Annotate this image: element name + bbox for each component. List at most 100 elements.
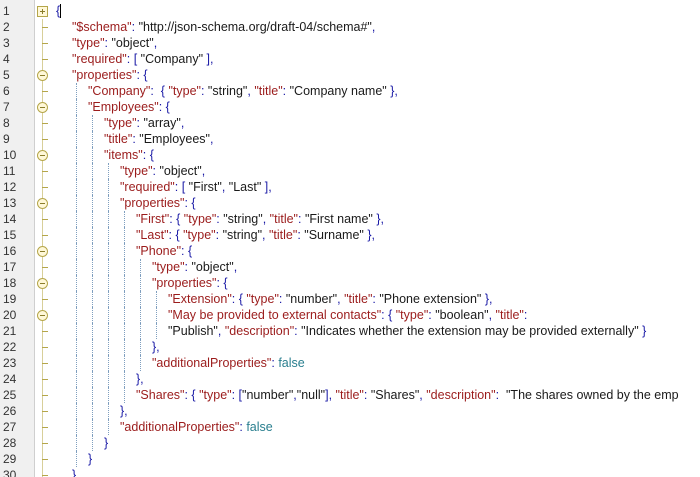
- json-string: "The shares owned by the emp: [506, 388, 679, 402]
- indent-guide: [108, 243, 109, 259]
- json-literal: false: [278, 356, 305, 370]
- indent-guide: [76, 83, 77, 99]
- code-line[interactable]: "properties": {: [120, 195, 196, 211]
- fold-toggle-icon[interactable]: [37, 246, 48, 257]
- indent-guide: [108, 211, 109, 227]
- fold-toggle-icon[interactable]: [37, 102, 48, 113]
- code-line[interactable]: },: [120, 403, 128, 419]
- json-punctuation: : [: [231, 388, 243, 402]
- indent-guide: [76, 307, 77, 323]
- code-line[interactable]: },: [152, 339, 160, 355]
- code-line[interactable]: }: [104, 435, 108, 451]
- code-line[interactable]: "items": {: [104, 147, 154, 163]
- fold-toggle-icon[interactable]: [37, 150, 48, 161]
- line-number: 15: [3, 228, 17, 242]
- json-key: "type": [246, 292, 279, 306]
- fold-tick: [42, 427, 48, 428]
- fold-tick: [42, 59, 48, 60]
- code-line[interactable]: "Last": { "type": "string", "title": "Su…: [136, 227, 375, 243]
- code-line[interactable]: "additionalProperties": false: [152, 355, 305, 371]
- line-number: 29: [3, 452, 17, 466]
- code-line[interactable]: "title": "Employees",: [104, 131, 213, 147]
- indent-guide: [76, 179, 77, 195]
- text-caret: [60, 4, 61, 18]
- json-punctuation: {: [56, 4, 61, 18]
- code-line[interactable]: "additionalProperties": false: [120, 419, 273, 435]
- indent-guide: [76, 99, 77, 115]
- indent-guide: [124, 259, 125, 275]
- json-punctuation: :: [239, 420, 247, 434]
- code-line[interactable]: "Extension": { "type": "number", "title"…: [168, 291, 492, 307]
- json-literal: false: [246, 420, 273, 434]
- json-key: "type": [183, 212, 217, 226]
- line-number: 13: [3, 196, 17, 210]
- indent-guide: [76, 339, 77, 355]
- code-line[interactable]: "properties": {: [152, 275, 228, 291]
- code-line[interactable]: "$schema": "http://json-schema.org/draft…: [72, 19, 375, 35]
- code-line[interactable]: },: [136, 371, 144, 387]
- json-key: "properties": [72, 68, 137, 82]
- indent-guide: [92, 323, 93, 339]
- indent-guide: [124, 355, 125, 371]
- line-number: 6: [3, 84, 10, 98]
- code-line[interactable]: {: [56, 3, 60, 19]
- indent-guide: [92, 147, 93, 163]
- json-string: "Company name": [289, 84, 387, 98]
- json-key: "type": [120, 164, 153, 178]
- code-area[interactable]: { "$schema": "http://json-schema.org/draf…: [56, 0, 700, 477]
- json-punctuation: :: [104, 36, 112, 50]
- indent-guide: [92, 259, 93, 275]
- json-punctuation: ,: [233, 260, 238, 274]
- json-punctuation: ,: [153, 36, 158, 50]
- indent-guide: [92, 243, 93, 259]
- code-line[interactable]: "Publish", "description": "Indicates whe…: [168, 323, 646, 339]
- code-line[interactable]: "type": "object",: [152, 259, 237, 275]
- indent-guide: [76, 387, 77, 403]
- indent-guide: [92, 403, 93, 419]
- code-line[interactable]: "properties": {: [72, 67, 148, 83]
- fold-toggle-icon[interactable]: [37, 310, 48, 321]
- code-line[interactable]: }: [88, 451, 92, 467]
- indent-guide: [124, 275, 125, 291]
- indent-guide: [156, 323, 157, 339]
- indent-guide: [92, 163, 93, 179]
- fold-toggle-icon[interactable]: [37, 278, 48, 289]
- json-punctuation: :: [152, 164, 160, 178]
- indent-guide: [92, 419, 93, 435]
- fold-tick: [42, 43, 48, 44]
- code-line[interactable]: "Company": { "type": "string", "title": …: [88, 83, 398, 99]
- code-line[interactable]: "Employees": {: [88, 99, 170, 115]
- json-punctuation: ,: [337, 292, 345, 306]
- fold-toggle-icon[interactable]: [37, 6, 48, 17]
- json-punctuation: ,: [293, 388, 297, 402]
- code-line[interactable]: "type": "array",: [104, 115, 184, 131]
- code-line[interactable]: "First": { "type": "string", "title": "F…: [136, 211, 384, 227]
- fold-margin[interactable]: [35, 0, 55, 477]
- json-key: "Shares": [136, 388, 185, 402]
- json-key: "Company": [88, 84, 151, 98]
- indent-guide: [76, 163, 77, 179]
- code-line[interactable]: "Phone": {: [136, 243, 192, 259]
- fold-tick: [42, 379, 48, 380]
- json-string: "Employees": [139, 132, 210, 146]
- code-line[interactable]: "type": "object",: [72, 35, 157, 51]
- json-string: "object": [191, 260, 234, 274]
- code-line[interactable]: "type": "object",: [120, 163, 205, 179]
- code-line[interactable]: "required": [ "Company" ],: [72, 51, 213, 67]
- code-line[interactable]: "required": [ "First", "Last" ],: [120, 179, 272, 195]
- code-line[interactable]: "Shares": { "type": ["number","null"], "…: [136, 387, 679, 403]
- indent-guide: [76, 403, 77, 419]
- json-punctuation: ,: [217, 324, 225, 338]
- json-punctuation: :: [363, 388, 371, 402]
- json-string: "string": [207, 84, 248, 98]
- fold-toggle-icon[interactable]: [37, 70, 48, 81]
- fold-toggle-icon[interactable]: [37, 198, 48, 209]
- code-line[interactable]: }: [72, 467, 76, 477]
- indent-guide: [108, 227, 109, 243]
- indent-guide: [92, 275, 93, 291]
- json-string: "Last": [228, 180, 262, 194]
- line-number: 10: [3, 148, 17, 162]
- code-line[interactable]: "May be provided to external contacts": …: [168, 307, 527, 323]
- json-string: "object": [111, 36, 154, 50]
